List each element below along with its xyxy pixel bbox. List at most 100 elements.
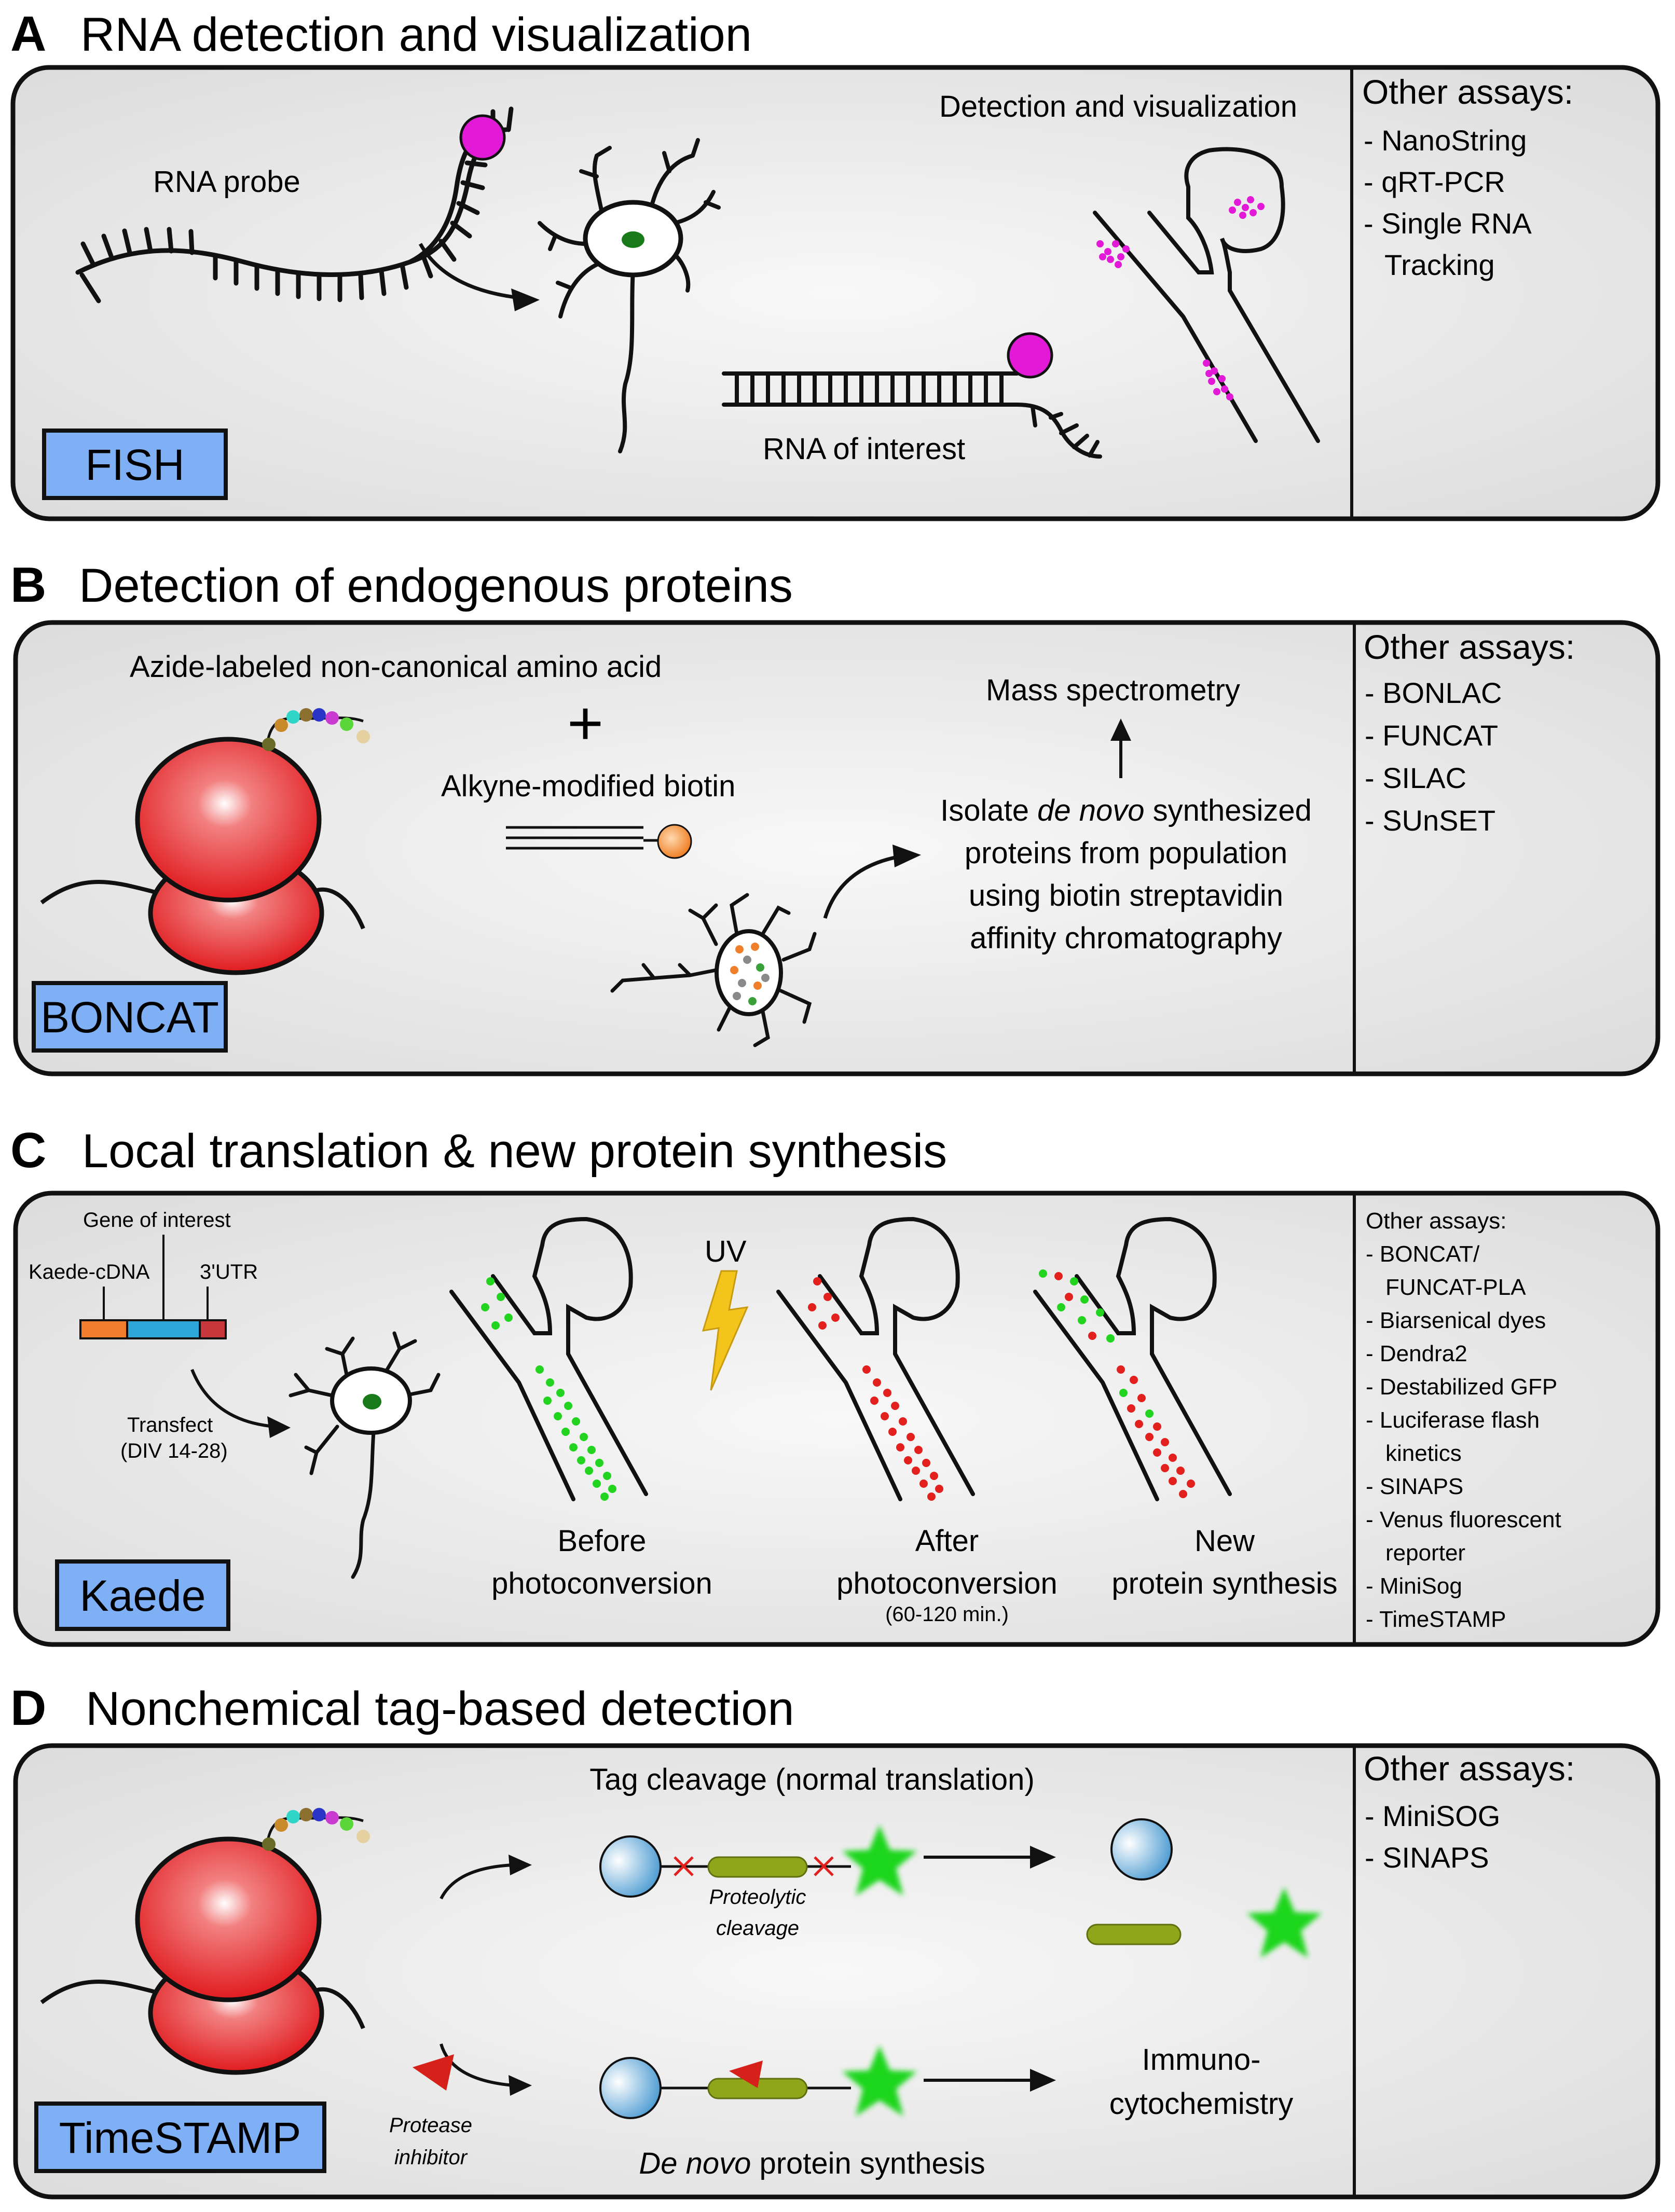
uv-label: UV — [705, 1235, 747, 1268]
alkyne-label: Alkyne-modified biotin — [441, 769, 735, 803]
panel-d-other-title: Other assays: — [1364, 1749, 1575, 1788]
kaede-tag-label: Kaede — [80, 1571, 206, 1620]
uv-lightning-icon — [702, 1270, 749, 1391]
panel-b-other-item: - FUNCAT — [1365, 719, 1498, 752]
panel-c-other-item: - BONCAT/ — [1366, 1241, 1480, 1267]
plus-sign: + — [567, 688, 603, 758]
transfect-arrow — [190, 1368, 276, 1428]
before-label-line1: Before — [558, 1524, 647, 1558]
rna-of-interest-duplex — [722, 371, 1102, 459]
detection-label: Detection and visualization — [939, 90, 1297, 123]
panel-c-title: Local translation & new protein synthesi… — [82, 1125, 947, 1178]
isolate-label-line1: Isolate de novo synthesized — [940, 794, 1312, 827]
protease-label-line1: Protease — [389, 2114, 472, 2137]
panel-c: C Local translation & new protein synthe… — [10, 1123, 1660, 1647]
intact-blue-protein-icon — [599, 2057, 662, 2119]
before-label-line2: photoconversion — [491, 1567, 712, 1600]
panel-d: D Nonchemical tag-based detection Tag cl… — [10, 1680, 1660, 2200]
panel-c-other-item: kinetics — [1385, 1441, 1462, 1466]
panel-a-other-item: Tracking — [1384, 248, 1495, 281]
panel-c-other-item: - Destabilized GFP — [1366, 1374, 1557, 1400]
arrowhead-icon — [1030, 2069, 1056, 2092]
panel-b-other-item: - SUnSET — [1365, 804, 1495, 837]
arrowhead-icon — [893, 845, 921, 867]
dendrite-after — [776, 1216, 975, 1501]
tag-cleavage-label: Tag cleavage (normal translation) — [589, 1763, 1035, 1796]
panel-b-letter: B — [10, 557, 46, 613]
probe-to-neuron-arrow — [418, 243, 525, 300]
panel-c-other-item: - TimeSTAMP — [1366, 1607, 1506, 1632]
ribosome-icon — [40, 1808, 370, 2075]
kaede-tag — [55, 1559, 230, 1631]
panel-c-letter: C — [10, 1123, 46, 1178]
neuron-nucleus — [622, 231, 644, 248]
kaede-cdna-label: Kaede-cDNA — [29, 1261, 150, 1283]
panel-a-title: RNA detection and visualization — [80, 8, 752, 61]
immuno-label-line1: Immuno- — [1142, 2043, 1261, 2077]
rna-puncta — [1096, 196, 1265, 400]
probe-fluorophore-icon — [459, 114, 506, 161]
proteolytic-label-line1: Proteolytic — [709, 1886, 806, 1909]
boncat-tag-label: BONCAT — [40, 993, 219, 1042]
timestamp-tag — [34, 2102, 326, 2173]
panel-d-other-item: - MiniSOG — [1365, 1800, 1500, 1832]
transfected-neuron-nucleus — [363, 1394, 381, 1409]
mixed-kaede-dots-new — [1039, 1269, 1195, 1498]
immuno-label-line2: cytochemistry — [1109, 2087, 1294, 2121]
inhibited-translation-arrow — [440, 2043, 514, 2087]
panel-b-title: Detection of endogenous proteins — [79, 559, 793, 612]
panel-c-other-item: reporter — [1385, 1540, 1465, 1566]
isolate-label-line2: proteins from population — [965, 836, 1287, 870]
isolate-label-line4: affinity chromatography — [970, 921, 1282, 955]
normal-translation-arrow — [440, 1863, 514, 1900]
rna-probe-label: RNA probe — [153, 165, 300, 199]
utr-label: 3'UTR — [200, 1261, 258, 1283]
neuron-icon — [538, 138, 721, 453]
panel-a-other-item: - Single RNA — [1364, 207, 1532, 240]
mass-spec-label: Mass spectrometry — [986, 673, 1240, 707]
panel-b: B Detection of endogenous proteins Azide… — [10, 557, 1660, 1076]
new-label-line1: New — [1195, 1524, 1255, 1558]
panel-d-title: Nonchemical tag-based detection — [86, 1682, 794, 1735]
panel-b-other-item: - BONLAC — [1365, 676, 1502, 709]
arrowhead-icon — [511, 288, 540, 311]
arrowhead-icon — [509, 1855, 532, 1875]
panel-c-other-item: - Biarsenical dyes — [1366, 1308, 1546, 1333]
panel-a-other-title: Other assays: — [1362, 73, 1573, 111]
rna-probe — [75, 106, 514, 303]
labeled-neuron-soma — [715, 929, 783, 1016]
panel-a-other-item: - qRT-PCR — [1364, 165, 1505, 198]
gene-of-interest-label: Gene of interest — [83, 1209, 231, 1232]
arrowhead-icon — [1030, 1846, 1056, 1869]
proteolytic-label-line2: cleavage — [716, 1917, 799, 1940]
protease-inhibitor-icon — [413, 2054, 454, 2091]
de-novo-label: De novo protein synthesis — [639, 2147, 985, 2180]
transfect-label: Transfect — [127, 1414, 213, 1436]
protease-label-line2: inhibitor — [394, 2146, 468, 2169]
panel-a-letter: A — [10, 6, 46, 62]
panel-c-other-item: FUNCAT-PLA — [1385, 1275, 1526, 1300]
timestamp-tag-label: TimeSTAMP — [59, 2113, 301, 2162]
arrowhead-icon — [267, 1416, 291, 1438]
fish-tag-label: FISH — [85, 440, 184, 489]
panel-c-other-item: - MiniSog — [1366, 1573, 1462, 1599]
isolate-label-line3: using biotin streptavidin — [969, 879, 1283, 913]
fish-tag — [42, 428, 228, 500]
red-kaede-dots-after — [808, 1277, 943, 1501]
new-label-line2: protein synthesis — [1111, 1567, 1337, 1600]
div-label: (DIV 14-28) — [120, 1440, 228, 1462]
blue-protein-icon — [599, 1835, 662, 1898]
after-label-line1: After — [915, 1524, 979, 1558]
gene-segment — [126, 1319, 201, 1339]
panel-d-other-item: - SINAPS — [1365, 1841, 1489, 1874]
boncat-tag — [32, 981, 228, 1053]
panel-a-frame — [10, 65, 1660, 521]
dendrite-new-synthesis — [1033, 1216, 1232, 1501]
rna-of-interest-label: RNA of interest — [763, 432, 965, 466]
cleaved-olive-tag — [1086, 1924, 1182, 1945]
kaede-cdna-segment — [79, 1319, 128, 1339]
panel-c-other-item: - Venus fluorescent — [1366, 1507, 1561, 1532]
panel-b-other-title: Other assays: — [1364, 628, 1575, 666]
biotin-linker-icon — [506, 826, 669, 850]
green-kaede-dots-before — [481, 1277, 616, 1501]
